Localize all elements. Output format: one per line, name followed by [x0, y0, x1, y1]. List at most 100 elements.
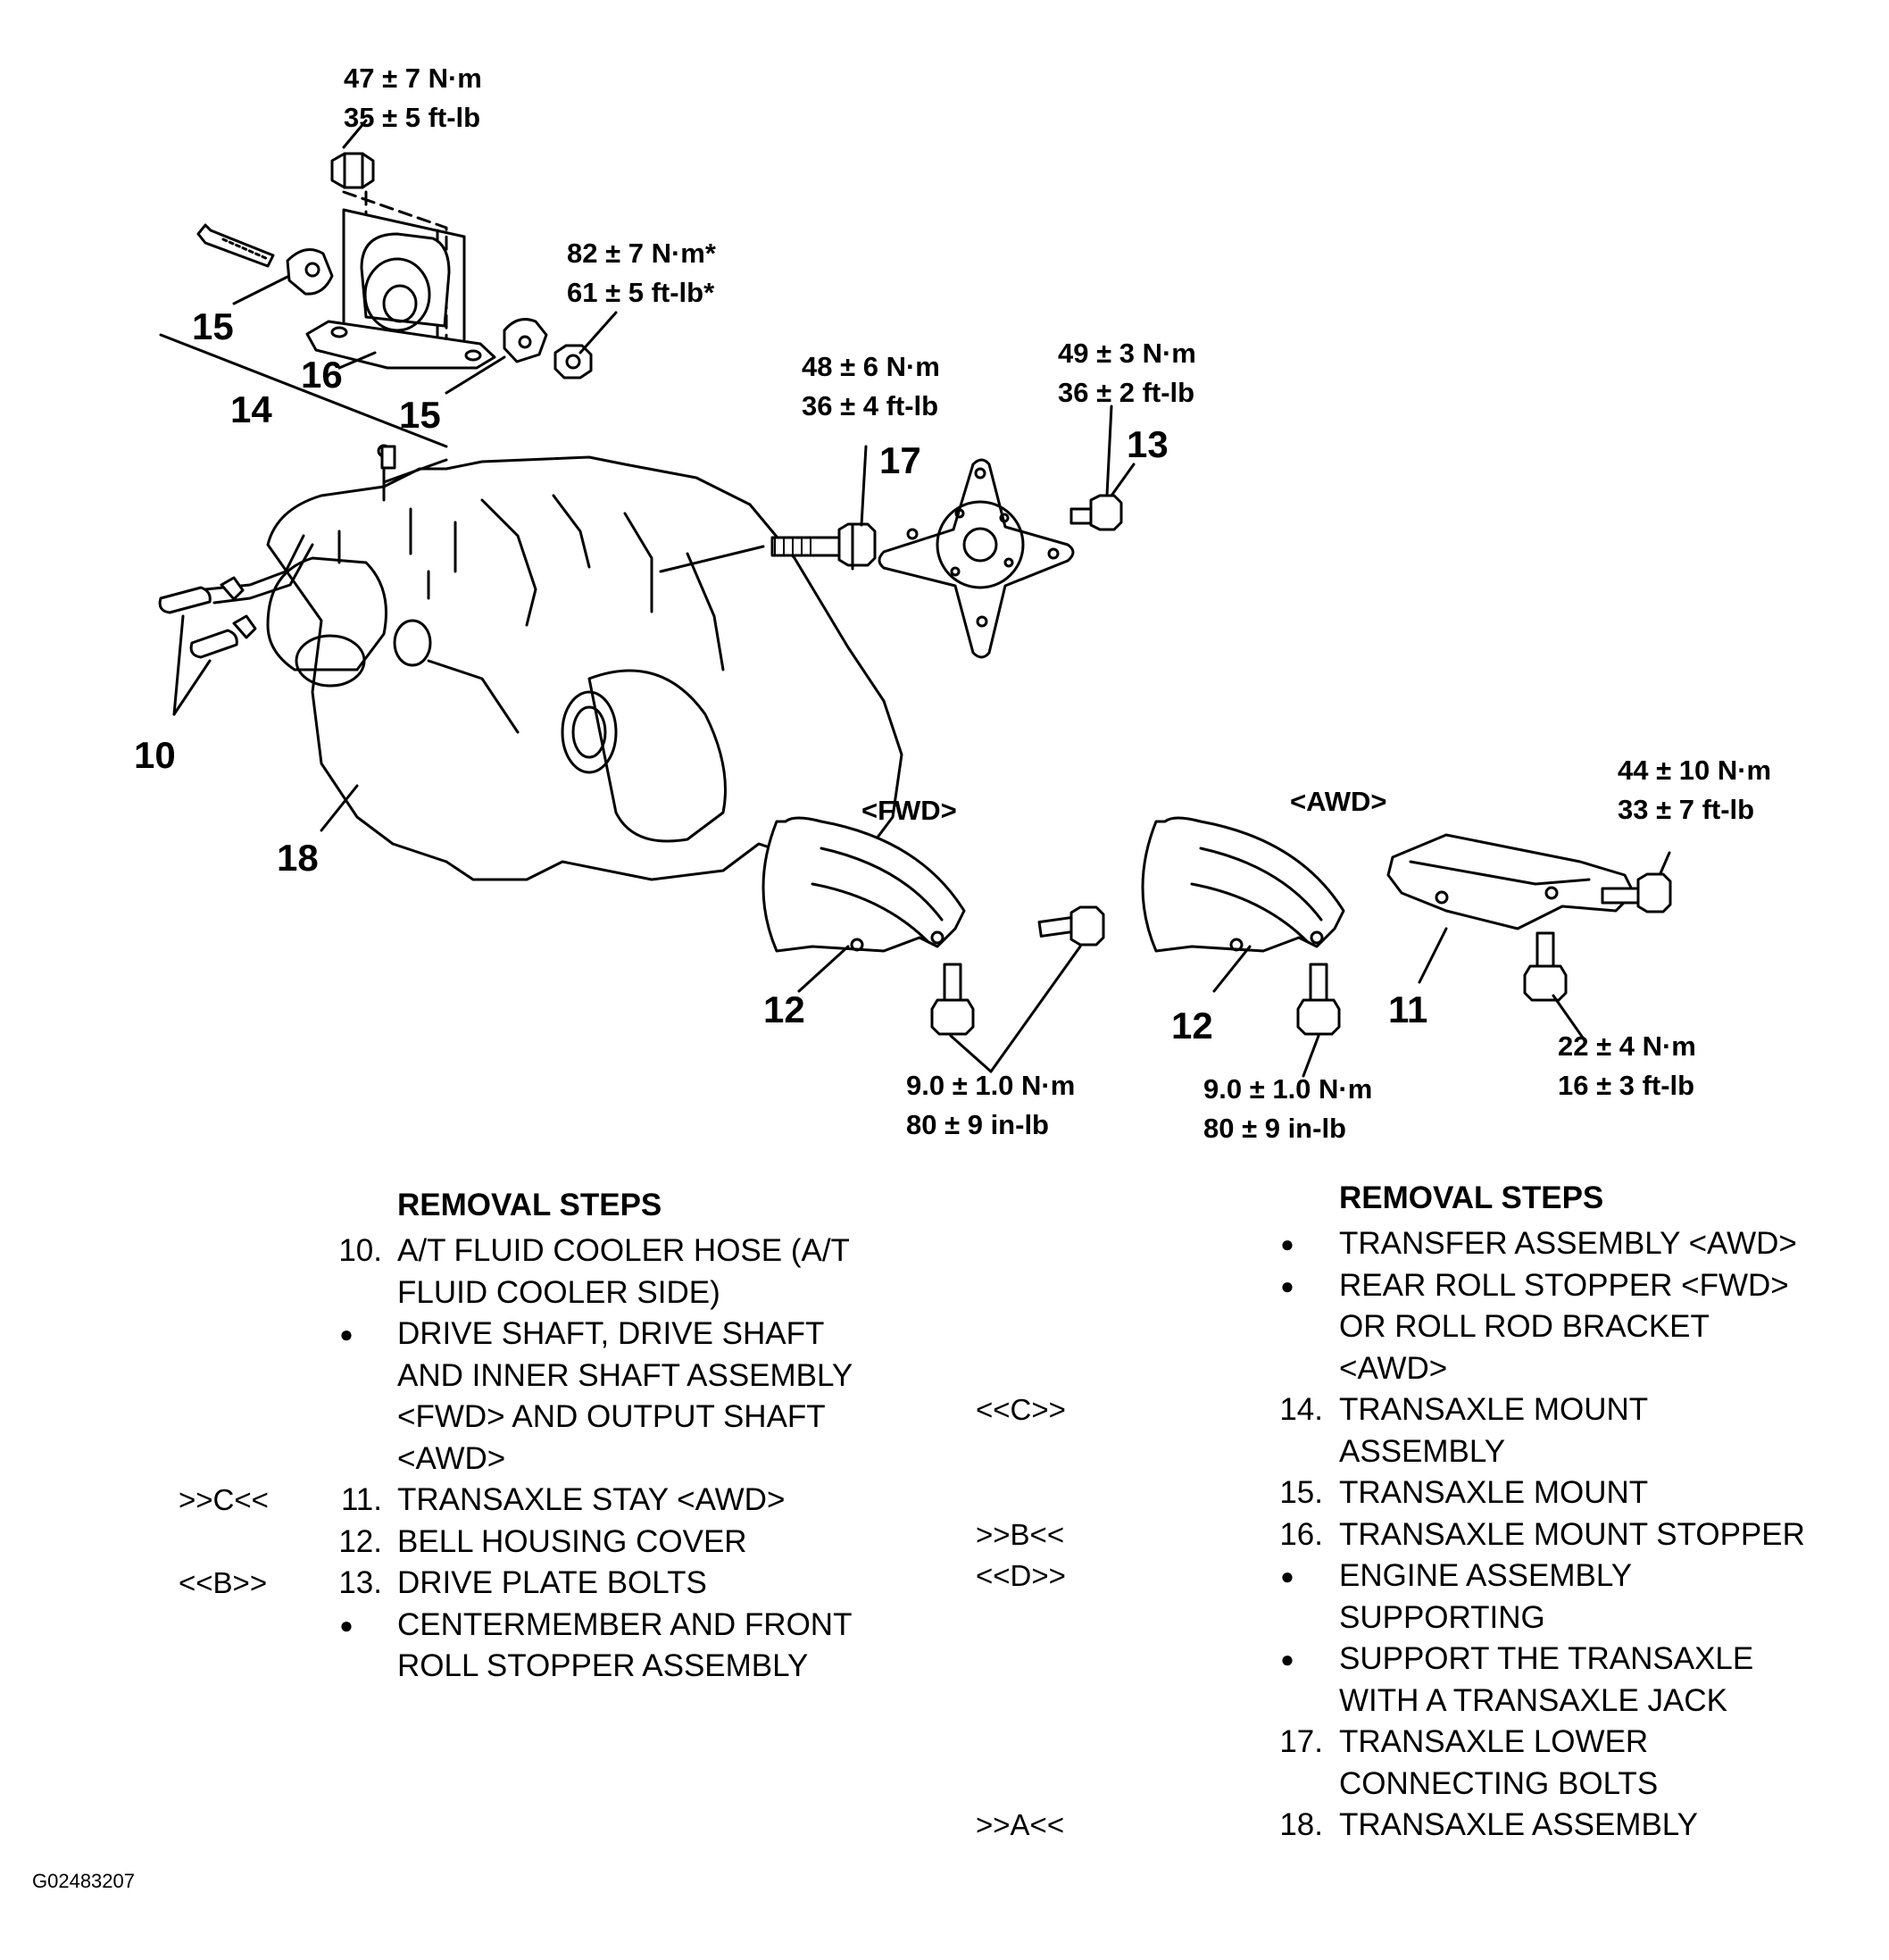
torque-stay-upper: 44 ± 10 N·m 33 ± 7 ft-lb — [1618, 751, 1771, 830]
callout-15-upper: 15 — [192, 305, 234, 347]
removal-step: <<B>>13.DRIVE PLATE BOLTS — [179, 1563, 1123, 1605]
step-text-line: BELL HOUSING COVER — [397, 1523, 747, 1559]
step-reference: <<C>> — [976, 1393, 1066, 1426]
step-text-line: SUPPORT THE TRANSAXLE — [1339, 1641, 1754, 1676]
step-reference: <<B>> — [179, 1566, 268, 1599]
figure-id: G02483207 — [32, 1870, 135, 1892]
callout-18: 18 — [277, 837, 319, 879]
step-text-line: <AWD> — [397, 1440, 506, 1476]
step-number: 12. — [338, 1523, 382, 1559]
step-text-line: ROLL STOPPER ASSEMBLY — [397, 1648, 809, 1683]
torque-mount-top: 47 ± 7 N·m 35 ± 5 ft-lb — [344, 59, 482, 138]
torque-cover-fwd: 9.0 ± 1.0 N·m 80 ± 9 in-lb — [906, 1066, 1075, 1145]
step-text-line: <FWD> AND OUTPUT SHAFT — [397, 1399, 826, 1434]
torque-metric: 82 ± 7 N·m* — [567, 238, 716, 269]
torque-imperial: 80 ± 9 in-lb — [906, 1109, 1049, 1140]
step-bullet: ● — [339, 1321, 354, 1347]
step-reference: >>B<< — [976, 1517, 1065, 1551]
step-text-line: TRANSAXLE ASSEMBLY — [1339, 1807, 1699, 1842]
step-text-line: <AWD> — [1339, 1350, 1448, 1386]
torque-metric: 44 ± 10 N·m — [1618, 755, 1772, 786]
step-text-line: CONNECTING BOLTS — [1339, 1765, 1659, 1801]
step-text-line: TRANSAXLE MOUNT — [1339, 1475, 1649, 1510]
torque-stay-lower: 22 ± 4 N·m 16 ± 3 ft-lb — [1558, 1027, 1696, 1105]
torque-metric: 9.0 ± 1.0 N·m — [906, 1070, 1076, 1101]
step-text-line: REAR ROLL STOPPER <FWD> — [1339, 1267, 1789, 1303]
callout-15-lower: 15 — [399, 394, 441, 436]
step-number: 17. — [1279, 1724, 1323, 1759]
variant-fwd-label: <FWD> — [861, 795, 957, 826]
step-text-line: SUPPORTING — [1339, 1599, 1545, 1635]
torque-metric: 48 ± 6 N·m — [802, 351, 940, 382]
bell-housing-cover-fwd — [761, 816, 966, 993]
cover-bolts-fwd — [930, 905, 1105, 1073]
left-steps-title: REMOVAL STEPS — [397, 1188, 662, 1222]
step-reference: <<D>> — [976, 1559, 1066, 1592]
step-text-line: TRANSAXLE LOWER — [1339, 1724, 1649, 1759]
step-text-line: CENTERMEMBER AND FRONT — [397, 1606, 853, 1642]
drive-plate — [878, 458, 1075, 659]
transaxle-stay — [1386, 833, 1672, 1042]
callout-16: 16 — [301, 354, 343, 396]
torque-mount-nut: 82 ± 7 N·m* 61 ± 5 ft-lb* — [567, 234, 716, 313]
callout-14: 14 — [230, 388, 272, 430]
step-bullet: ● — [1280, 1272, 1294, 1299]
torque-metric: 9.0 ± 1.0 N·m — [1203, 1073, 1373, 1105]
step-bullet: ● — [1280, 1230, 1294, 1257]
removal-step: 15. TRANSAXLE MOUNT — [1261, 1472, 1889, 1514]
removal-step: ● DRIVE SHAFT, DRIVE SHAFT AND INNER SHAFT… — [320, 1314, 1123, 1480]
drive-plate-bolt — [1069, 405, 1136, 531]
torque-bolt-17: 48 ± 6 N·m 36 ± 4 ft-lb — [802, 347, 940, 426]
exploded-view-diagram — [158, 119, 1672, 1078]
step-text-line: TRANSAXLE STAY <AWD> — [397, 1482, 786, 1517]
right-steps-title: REMOVAL STEPS — [1339, 1180, 1604, 1215]
step-number: 16. — [1279, 1516, 1323, 1552]
step-number: 11. — [340, 1482, 382, 1517]
transaxle-assembly-drawing — [158, 444, 903, 881]
step-bullet: ● — [1280, 1563, 1294, 1589]
step-bullet: ● — [339, 1611, 354, 1639]
transaxle-mount-assembly — [159, 119, 618, 448]
torque-imperial: 33 ± 7 ft-lb — [1618, 794, 1755, 825]
step-reference: >>A<< — [976, 1808, 1065, 1841]
step-bullet: ● — [1280, 1646, 1294, 1672]
lower-connecting-bolt — [770, 445, 877, 571]
torque-cover-awd: 9.0 ± 1.0 N·m 80 ± 9 in-lb — [1203, 1070, 1372, 1148]
step-number: 18. — [1279, 1807, 1323, 1842]
torque-metric: 49 ± 3 N·m — [1058, 338, 1196, 369]
callout-11: 11 — [1388, 988, 1428, 1030]
step-number: 10. — [338, 1233, 382, 1268]
step-text-line: A/T FLUID COOLER HOSE (A/T — [397, 1233, 850, 1268]
step-number: 15. — [1279, 1475, 1323, 1510]
step-text-line: TRANSAXLE MOUNT STOPPER — [1339, 1516, 1805, 1552]
step-text-line: ENGINE ASSEMBLY — [1339, 1558, 1633, 1593]
removal-step: 10. A/T FLUID COOLER HOSE (A/T FLUID COOLE… — [320, 1230, 1123, 1314]
torque-metric: 22 ± 4 N·m — [1558, 1030, 1696, 1062]
step-text-line: TRANSAXLE MOUNT — [1339, 1392, 1649, 1427]
bell-housing-cover-awd — [1141, 816, 1345, 993]
step-text-line: DRIVE SHAFT, DRIVE SHAFT — [397, 1316, 825, 1351]
removal-step: >>C<< 11. TRANSAXLE STAY <AWD> — [179, 1480, 1123, 1522]
step-text-line: TRANSFER ASSEMBLY <AWD> — [1339, 1226, 1797, 1261]
torque-bolt-13: 49 ± 3 N·m 36 ± 2 ft-lb — [1058, 334, 1196, 413]
torque-imperial: 16 ± 3 ft-lb — [1558, 1070, 1695, 1101]
removal-step: >>B<< 16. TRANSAXLE MOUNT STOPPER — [976, 1514, 1889, 1556]
torque-metric: 47 ± 7 N·m — [344, 63, 482, 94]
cover-bolt-awd — [1296, 963, 1341, 1078]
torque-imperial: 36 ± 4 ft-lb — [802, 390, 939, 421]
step-text-line: ASSEMBLY — [1339, 1433, 1506, 1469]
step-text-line: FLUID COOLER SIDE) — [397, 1274, 720, 1310]
removal-step: 12. BELL HOUSING COVER — [320, 1522, 1123, 1564]
variant-awd-label: <AWD> — [1290, 786, 1387, 817]
removal-step: ● CENTERMEMBER AND FRONT ROLL STOPPER ASSE… — [320, 1605, 1123, 1688]
callout-13: 13 — [1127, 423, 1169, 465]
step-text-line: AND INNER SHAFT ASSEMBLY — [397, 1357, 853, 1393]
torque-imperial: 80 ± 9 in-lb — [1203, 1113, 1346, 1144]
removal-step: <<D>> ● ENGINE ASSEMBLY SUPPORTING — [976, 1555, 1889, 1639]
removal-step: >>A<< 18. TRANSAXLE ASSEMBLY — [976, 1805, 1889, 1847]
step-reference: >>C<< — [179, 1483, 269, 1516]
torque-imperial: 35 ± 5 ft-lb — [344, 102, 481, 133]
callout-12-fwd: 12 — [763, 988, 805, 1030]
